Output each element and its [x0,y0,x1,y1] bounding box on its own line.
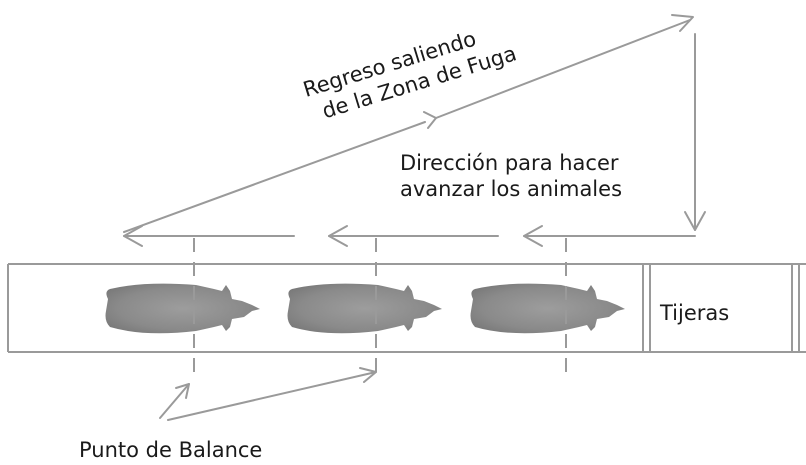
animal-3 [470,283,625,334]
direction-arrow-1 [123,225,295,247]
direction-arrow-3 [523,225,696,247]
animal-2 [287,283,442,334]
direction-label-line-2: avanzar los animales [400,177,623,201]
animal-1 [105,283,260,334]
return-path-arrow [123,14,706,233]
direction-label-line-1: Dirección para hacer [400,151,619,175]
direction-arrow-2 [328,225,499,247]
chute-label: Tijeras [660,301,730,325]
balance-pointer-1 [159,383,190,419]
direction-label: Dirección para hacer avanzar los animale… [400,150,622,202]
balance-pointer-2 [167,367,377,421]
balance-point-label: Punto de Balance [79,438,263,462]
chute [7,263,806,353]
